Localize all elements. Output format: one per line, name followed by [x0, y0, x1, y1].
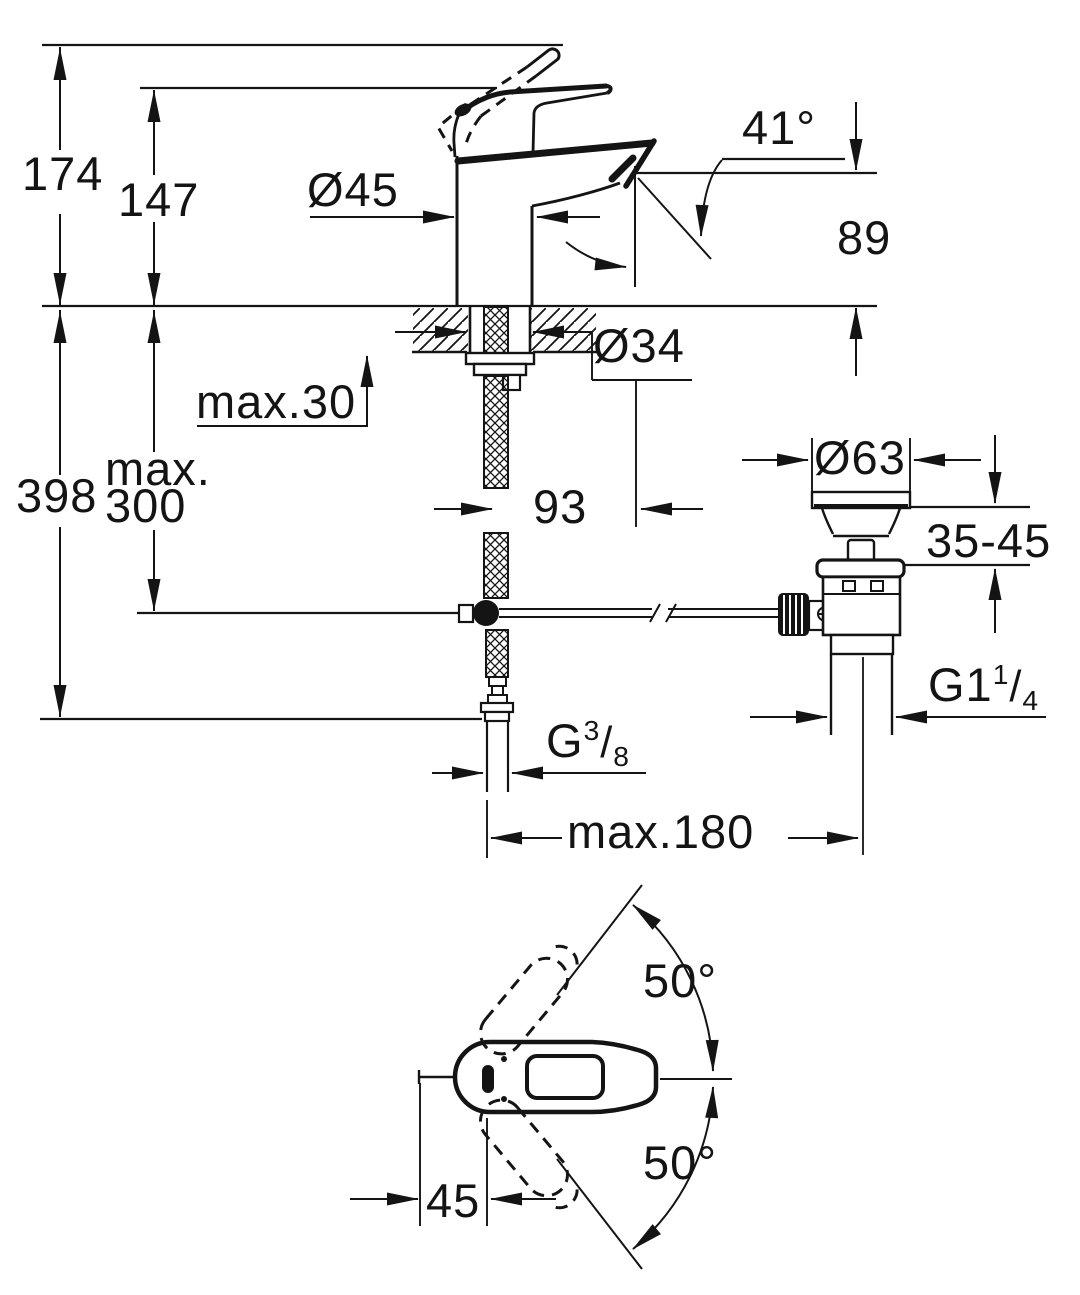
swivel-line-upper: [556, 884, 643, 996]
lever-tip-line: [417, 1070, 455, 1084]
swivel-arc-upper: [632, 904, 719, 1072]
hose-segment: [485, 629, 509, 678]
waste-pipe-walls: [829, 654, 894, 735]
swivel-arc-lower: [632, 1086, 719, 1250]
spout: [454, 138, 657, 208]
supply-thread-base: G: [546, 714, 584, 767]
dim-label-total-height: 174: [22, 147, 104, 200]
hose-fitting: [488, 676, 507, 687]
knob-knurling: [783, 595, 803, 634]
lever-tip: [605, 84, 613, 95]
swivel-line-lower: [556, 1158, 643, 1270]
dim-45: [350, 1083, 556, 1226]
dim-d63: [742, 438, 981, 492]
supply-nut-body: [483, 710, 511, 723]
angle-arc-right: [695, 159, 723, 237]
detail-dot: [501, 1056, 507, 1062]
hose-segment: [483, 532, 509, 599]
supply-thread-numerator: 3: [583, 714, 601, 746]
spout-end-face: [623, 138, 657, 189]
lever-pivot: [454, 103, 472, 117]
spout-top-face: [525, 1054, 605, 1100]
dim-label-spout-reach: 93: [533, 480, 588, 533]
supply-thread-denominator: 8: [613, 740, 630, 772]
dim-label-hose-length: max. 300: [105, 442, 211, 532]
dim-label-deck-thickness: max.30: [196, 375, 357, 428]
lever-boss-edge: [452, 113, 461, 158]
side-view: [40, 43, 1046, 858]
hose-fitting: [491, 685, 504, 696]
waste-seal-ring: [815, 558, 906, 579]
dim-label-swivel-upper: 50°: [643, 954, 718, 1007]
deck-hatch-right: [531, 308, 596, 351]
waste-thread-slash: /: [1009, 663, 1023, 711]
spout-top-edge: [454, 139, 656, 165]
supply-thread-slash: /: [600, 719, 614, 767]
rod-ball-joint: [473, 600, 499, 626]
spout-underside: [531, 181, 621, 208]
rod-lines: [499, 608, 779, 618]
cartridge-bar: [482, 1065, 494, 1093]
waste-tailpiece: [829, 633, 895, 656]
supply-tube-walls: [485, 721, 510, 792]
faucet-body: [455, 156, 534, 306]
mounting-nut-flange: [464, 351, 536, 366]
dim-label-lever-height: 147: [118, 173, 200, 226]
dim-max30: [197, 355, 374, 427]
reference-lines: [40, 43, 1030, 721]
dim-label-under-deck-height: 398: [16, 469, 98, 522]
dim-label-hose-length-line2: 300: [105, 479, 187, 532]
dim-label-outlet-height: 89: [837, 211, 892, 264]
drain-valve: [810, 490, 912, 855]
shank-walls: [468, 307, 532, 352]
dim-label-lever-offset: 45: [426, 1174, 481, 1227]
waste-body-slot: [842, 580, 856, 592]
detail-dot: [501, 1096, 507, 1102]
top-view: [350, 884, 732, 1270]
lever-underside: [531, 91, 608, 154]
dim-d34: [395, 325, 692, 527]
waste-thread-base: G1: [928, 658, 993, 711]
waste-body: [821, 575, 902, 637]
dim-label-body-diameter: Ø45: [307, 163, 399, 216]
waste-neck: [820, 507, 902, 538]
hose-segment: [483, 306, 509, 354]
deck-hatch-left: [413, 308, 468, 351]
dim-label-spout-angle: 41°: [742, 101, 817, 154]
lever-top-edge: [456, 83, 609, 117]
dim-label-hole-diameter: Ø34: [593, 319, 685, 372]
waste-thread-numerator: 1: [992, 658, 1010, 690]
supply-hose: [479, 306, 515, 792]
supply-nut-flange: [479, 701, 515, 714]
lever-handle-raised-dashed: [436, 47, 561, 152]
waste-thread-denominator: 4: [1022, 684, 1040, 716]
dim-label-waste-flange-diameter: Ø63: [814, 431, 906, 484]
waste-adjust-knob: [778, 593, 809, 636]
dimension-lines: [53, 47, 1046, 858]
rod-end-block: [457, 603, 475, 624]
lever-swivel-upper-dashed: [478, 944, 579, 1056]
swivel-angle-construction: [556, 884, 732, 1270]
hose-segment: [483, 375, 509, 489]
angle-arc-left: [565, 241, 627, 271]
mounting-nut-body: [472, 362, 528, 377]
spray-direction: [565, 159, 723, 287]
dim-label-swivel-lower: 50°: [643, 1136, 718, 1189]
aerator: [608, 154, 637, 183]
waste-body-slot: [870, 580, 884, 592]
dim-label-waste-thread: G11/4: [928, 660, 1039, 714]
raised-lever-tip: [526, 47, 561, 78]
hose-fitting: [487, 694, 508, 704]
spray-diagonal-line: [637, 177, 712, 260]
rod-break: [649, 603, 677, 623]
dim-label-clamping-range: 35-45: [926, 514, 1052, 567]
lever-handle: [452, 83, 613, 158]
dim-label-hose-length-line1: max.: [105, 442, 211, 495]
dim-label-rod-length: max.180: [567, 805, 755, 858]
dim-label-supply-thread: G3/8: [546, 716, 630, 770]
dim-max180: [486, 800, 859, 858]
pull-rod: [457, 593, 835, 636]
lever-swivel-lower-dashed: [478, 1098, 579, 1210]
